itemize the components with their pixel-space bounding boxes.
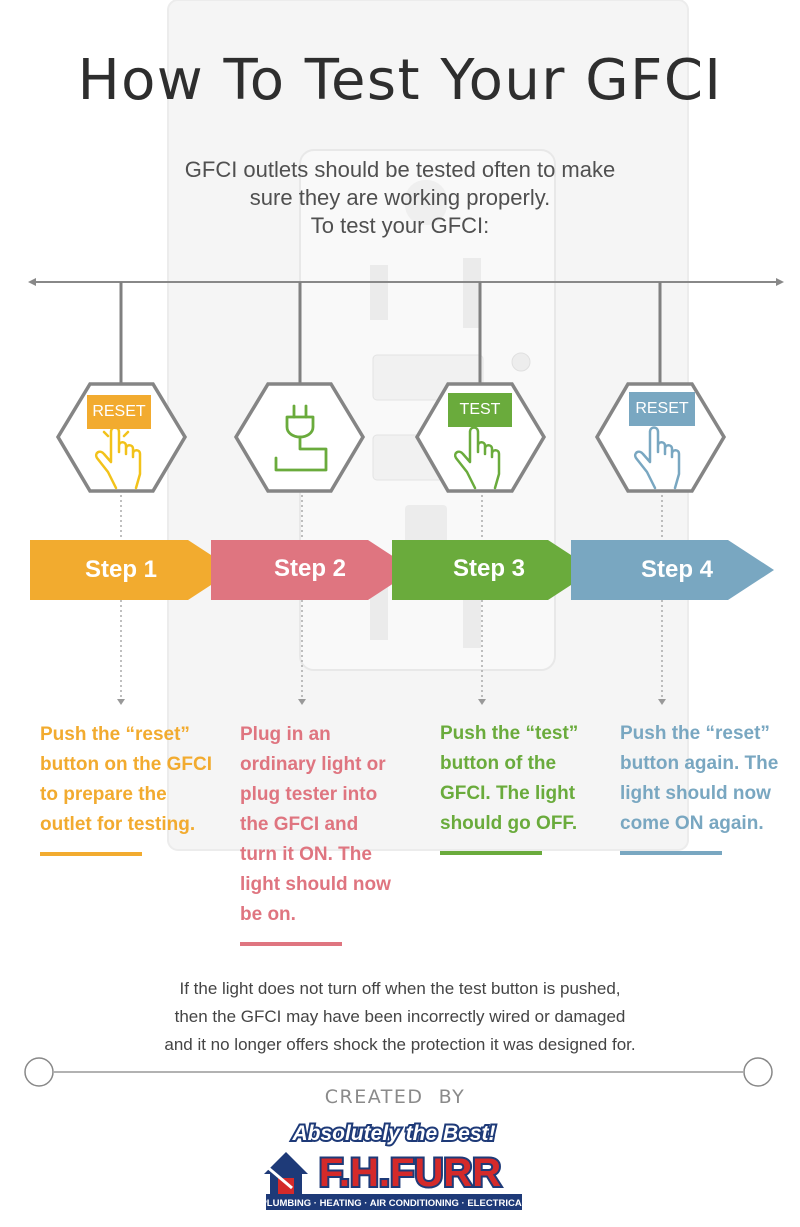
step2-description: Plug in an ordinary light or plug tester… (240, 720, 400, 946)
step3-arrow (392, 540, 594, 600)
step2-text: Plug in an ordinary light or plug tester… (240, 724, 391, 925)
step4-description: Push the “reset” button again. The light… (620, 719, 785, 855)
logo-services: PLUMBING · HEATING · AIR CONDITIONING · … (260, 1198, 526, 1209)
step4-underline (620, 851, 722, 855)
footer-line: and it no longer offers shock the protec… (164, 1035, 636, 1054)
footer-line: If the light does not turn off when the … (179, 979, 621, 998)
steps-diagram (28, 278, 784, 705)
step3-test-badge: TEST (448, 393, 512, 427)
reset-hand-icon (634, 426, 681, 490)
step4-label: Step 4 (640, 556, 714, 583)
step4-reset-badge: RESET (629, 392, 695, 426)
step1-text: Push the “reset” button on the GFCI to p… (40, 724, 213, 835)
intro-line: To test your GFCI: (310, 213, 490, 238)
footer-divider (24, 1057, 773, 1087)
page-title: How To Test Your GFCI (77, 48, 723, 113)
step3-text: Push the “test” button of the GFCI. The … (440, 723, 579, 834)
step2-arrow (211, 540, 414, 600)
intro-text: GFCI outlets should be tested often to m… (100, 156, 700, 240)
step3-description: Push the “test” button of the GFCI. The … (440, 719, 590, 855)
logo-name: F.H.FURR (319, 1151, 501, 1195)
step2-label: Step 2 (273, 555, 347, 582)
step1-description: Push the “reset” button on the GFCI to p… (40, 720, 212, 856)
step3-underline (440, 851, 542, 855)
step1-arrow (30, 540, 234, 600)
fh-furr-logo: Absolutely the Best! F.H.FURR PLUMBING ·… (258, 1116, 528, 1212)
intro-line: GFCI outlets should be tested often to m… (184, 157, 616, 182)
created-by-label: CREATED BY (324, 1086, 466, 1108)
step4-arrow (571, 540, 774, 600)
step1-label: Step 1 (84, 556, 158, 583)
step1-reset-badge: RESET (87, 395, 151, 429)
footer-line: then the GFCI may have been incorrectly … (174, 1007, 626, 1026)
logo-tagline: Absolutely the Best! (291, 1122, 495, 1145)
intro-line: sure they are working properly. (249, 185, 551, 210)
step4-text: Push the “reset” button again. The light… (620, 723, 779, 834)
step3-label: Step 3 (452, 555, 526, 582)
step2-underline (240, 942, 342, 946)
plug-icon (274, 404, 328, 472)
step1-underline (40, 852, 142, 856)
footer-note: If the light does not turn off when the … (100, 975, 700, 1059)
logo-house-icon (264, 1152, 308, 1196)
test-hand-icon (454, 426, 501, 490)
timeline-line (28, 278, 784, 286)
